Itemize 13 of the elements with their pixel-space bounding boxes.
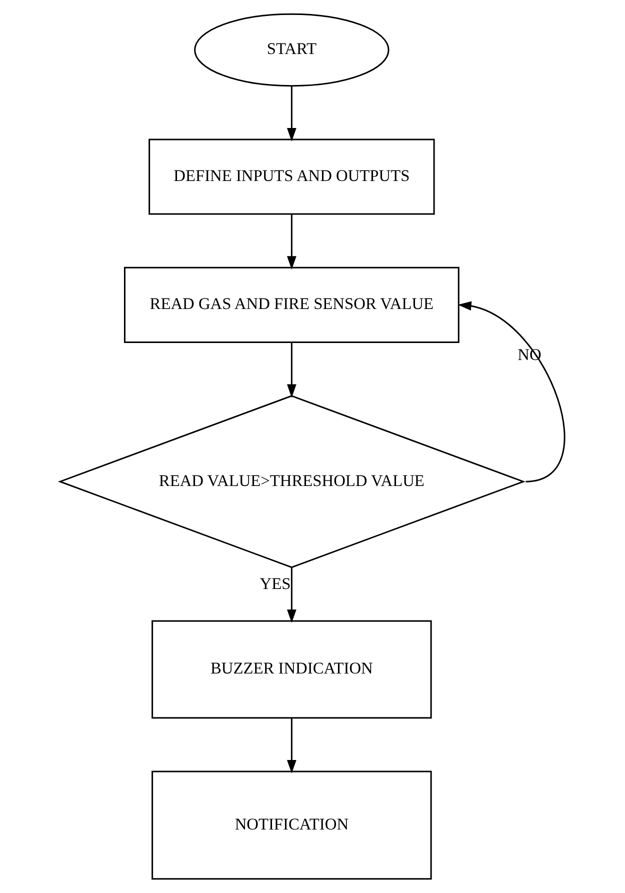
arrow <box>286 342 296 398</box>
arrow <box>286 214 296 270</box>
arrow <box>458 301 566 482</box>
node-box: BUZZER INDICATION <box>152 620 432 719</box>
arrow <box>286 86 296 142</box>
arrow <box>286 567 296 623</box>
arrow <box>286 718 296 774</box>
node-box: DEFINE INPUTS AND OUTPUTS <box>148 138 435 215</box>
edge-label: YES <box>260 574 291 593</box>
node-box: READ GAS AND FIRE SENSOR VALUE <box>124 266 460 343</box>
node-box: NOTIFICATION <box>152 770 432 880</box>
node-diamond: READ VALUE>THRESHOLD VALUE <box>58 395 526 568</box>
node-ellipse: START <box>194 13 390 87</box>
